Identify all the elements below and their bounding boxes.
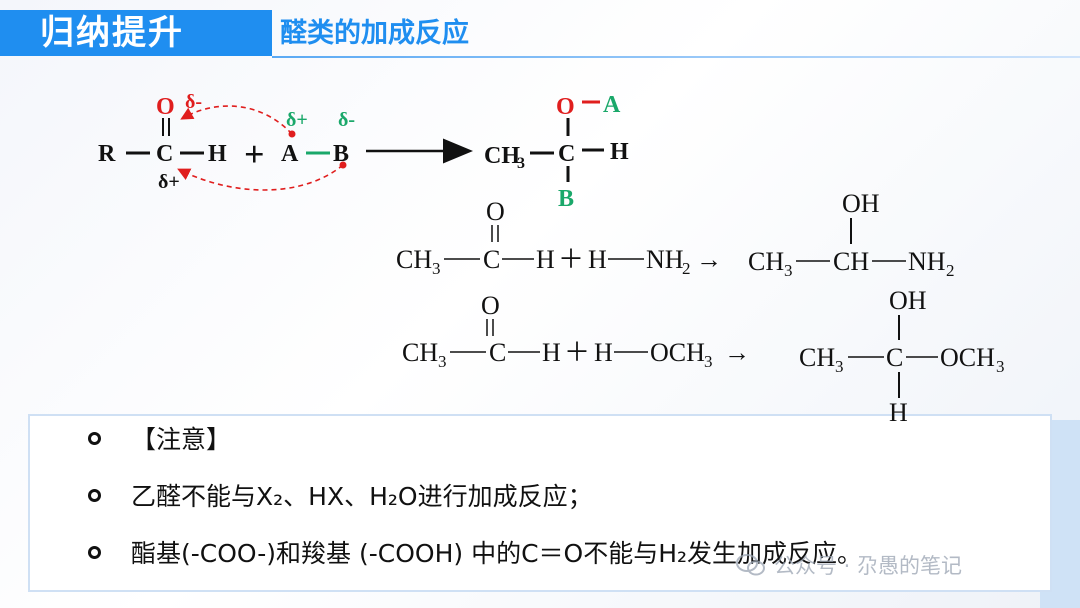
bullet-icon xyxy=(88,431,101,445)
wechat-icon xyxy=(736,553,766,577)
r2-och: OCH xyxy=(650,338,705,367)
r1-ch: CH xyxy=(396,245,432,274)
watermark-text: 公众号 · 尕愚的笔记 xyxy=(774,554,963,578)
note-item-1: 【注意】 xyxy=(88,420,231,456)
note-item-2: 乙醛不能与X₂、HX、H₂O进行加成反应； xyxy=(88,477,593,513)
section-subtitle: 醛类的加成反应 xyxy=(280,18,469,49)
r2-o: O xyxy=(481,291,500,320)
note-item-3: 酯基(-COO-)和羧基 (-COOH) 中的C＝O不能与H₂发生加成反应。 xyxy=(88,534,862,570)
mech-c: C xyxy=(156,141,173,167)
mech-plus: + xyxy=(244,134,265,174)
prod-ch: CH xyxy=(484,143,520,169)
section-title: 归纳提升 xyxy=(0,10,272,56)
mech-h: H xyxy=(208,141,227,167)
mech-o-charge: δ- xyxy=(185,91,202,113)
bullet-icon xyxy=(88,545,101,559)
r2-p-c: C xyxy=(886,343,903,372)
header-divider xyxy=(272,56,1080,58)
r2-p-ch: CH xyxy=(799,343,835,372)
r2-c: C xyxy=(489,338,506,367)
r1-p-oh: OH xyxy=(842,189,880,218)
note-text-2: 乙醛不能与X₂、HX、H₂O进行加成反应； xyxy=(131,482,593,511)
prod-c: C xyxy=(558,141,575,167)
r1-sub3: 3 xyxy=(432,259,441,278)
mech-b-charge: δ- xyxy=(338,109,355,131)
mech-r: R xyxy=(98,141,116,167)
r2-p-sub3: 3 xyxy=(835,357,844,376)
r1-p-ch2: CH xyxy=(833,247,869,276)
r2-p-oh: OH xyxy=(889,286,927,315)
r2-arrow: → xyxy=(724,338,750,367)
r1-sub2: 2 xyxy=(682,259,691,278)
r1-arrow: → xyxy=(696,245,722,274)
bullet-icon xyxy=(88,488,101,502)
mech-a-charge: δ+ xyxy=(286,109,308,131)
r2-sub3b: 3 xyxy=(704,352,713,371)
watermark: 公众号 · 尕愚的笔记 xyxy=(736,550,962,580)
r2-plus: ＋ xyxy=(564,338,590,367)
note-text-3: 酯基(-COO-)和羧基 (-COOH) 中的C＝O不能与H₂发生加成反应。 xyxy=(131,539,863,568)
r1-p-ch: CH xyxy=(748,247,784,276)
r1-p-sub3: 3 xyxy=(784,261,793,280)
r1-h: H xyxy=(536,245,555,274)
r2-h2: H xyxy=(594,338,613,367)
r2-h: H xyxy=(542,338,561,367)
mech-a: A xyxy=(281,141,299,167)
note-box xyxy=(28,414,1052,592)
r1-h2: H xyxy=(588,245,607,274)
r2-p-och: OCH xyxy=(940,343,995,372)
r1-p-nh: NH xyxy=(908,247,946,276)
prod-sub3: 3 xyxy=(517,155,525,172)
note-text-1: 【注意】 xyxy=(131,425,232,454)
prod-a: A xyxy=(603,92,621,118)
mech-o: O xyxy=(156,94,175,120)
prod-b: B xyxy=(558,186,574,212)
r1-c: C xyxy=(483,245,500,274)
r1-p-sub2: 2 xyxy=(946,261,955,280)
r2-p-sub3b: 3 xyxy=(996,357,1005,376)
r1-o: O xyxy=(486,197,505,226)
r1-nh: NH xyxy=(646,245,684,274)
r2-ch: CH xyxy=(402,338,438,367)
mech-b: B xyxy=(333,141,349,167)
prod-h: H xyxy=(610,139,629,165)
mech-c-charge: δ+ xyxy=(158,171,180,193)
r1-plus: ＋ xyxy=(558,245,584,274)
r2-sub3: 3 xyxy=(438,352,447,371)
prod-o: O xyxy=(556,94,575,120)
